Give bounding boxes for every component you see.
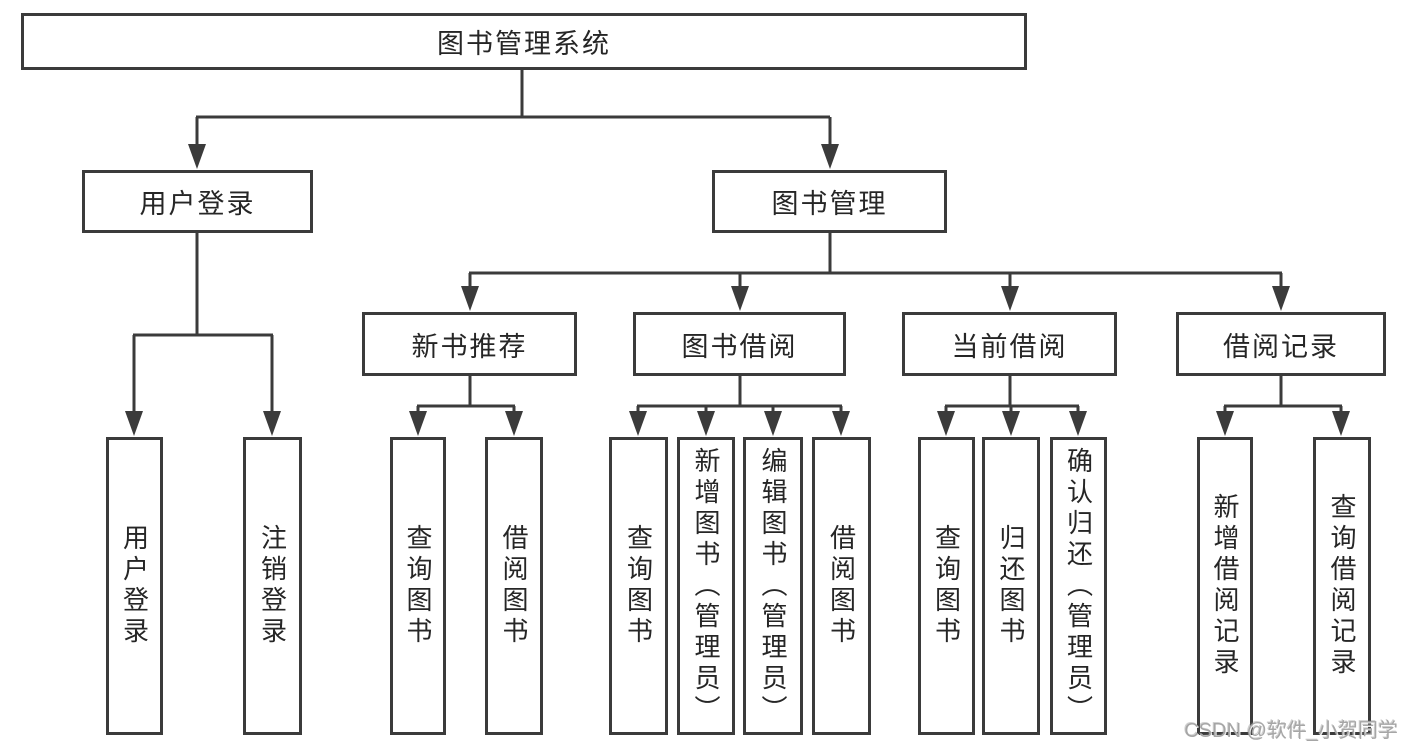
leaf-edit-books-admin: 编辑图书（管理员）	[743, 437, 803, 735]
leaf-borrow-books-recommend: 借阅图书	[485, 437, 543, 735]
node-book-borrow: 图书借阅	[633, 312, 846, 376]
leaf-add-books-admin: 新增图书（管理员）	[677, 437, 735, 735]
leaf-borrow-books: 借阅图书	[812, 437, 871, 735]
node-library-management-system: 图书管理系统	[21, 13, 1027, 70]
leaf-user-login: 用户登录	[106, 437, 163, 735]
csdn-watermark: CSDN @软件_小贺同学	[1184, 720, 1398, 742]
node-borrow-records: 借阅记录	[1176, 312, 1386, 376]
leaf-return-books: 归还图书	[982, 437, 1040, 735]
leaf-confirm-return-admin: 确认归还（管理员）	[1050, 437, 1107, 735]
leaf-query-borrow-record: 查询借阅记录	[1313, 437, 1371, 735]
leaf-query-books-current: 查询图书	[918, 437, 975, 735]
leaf-query-books-borrow: 查询图书	[609, 437, 668, 735]
leaf-add-borrow-record: 新增借阅记录	[1197, 437, 1253, 735]
node-new-book-recommend: 新书推荐	[362, 312, 577, 376]
leaf-query-books-recommend: 查询图书	[390, 437, 446, 735]
leaf-logout: 注销登录	[243, 437, 302, 735]
node-book-management: 图书管理	[712, 170, 947, 233]
node-user-login: 用户登录	[82, 170, 313, 233]
node-current-borrow: 当前借阅	[902, 312, 1117, 376]
